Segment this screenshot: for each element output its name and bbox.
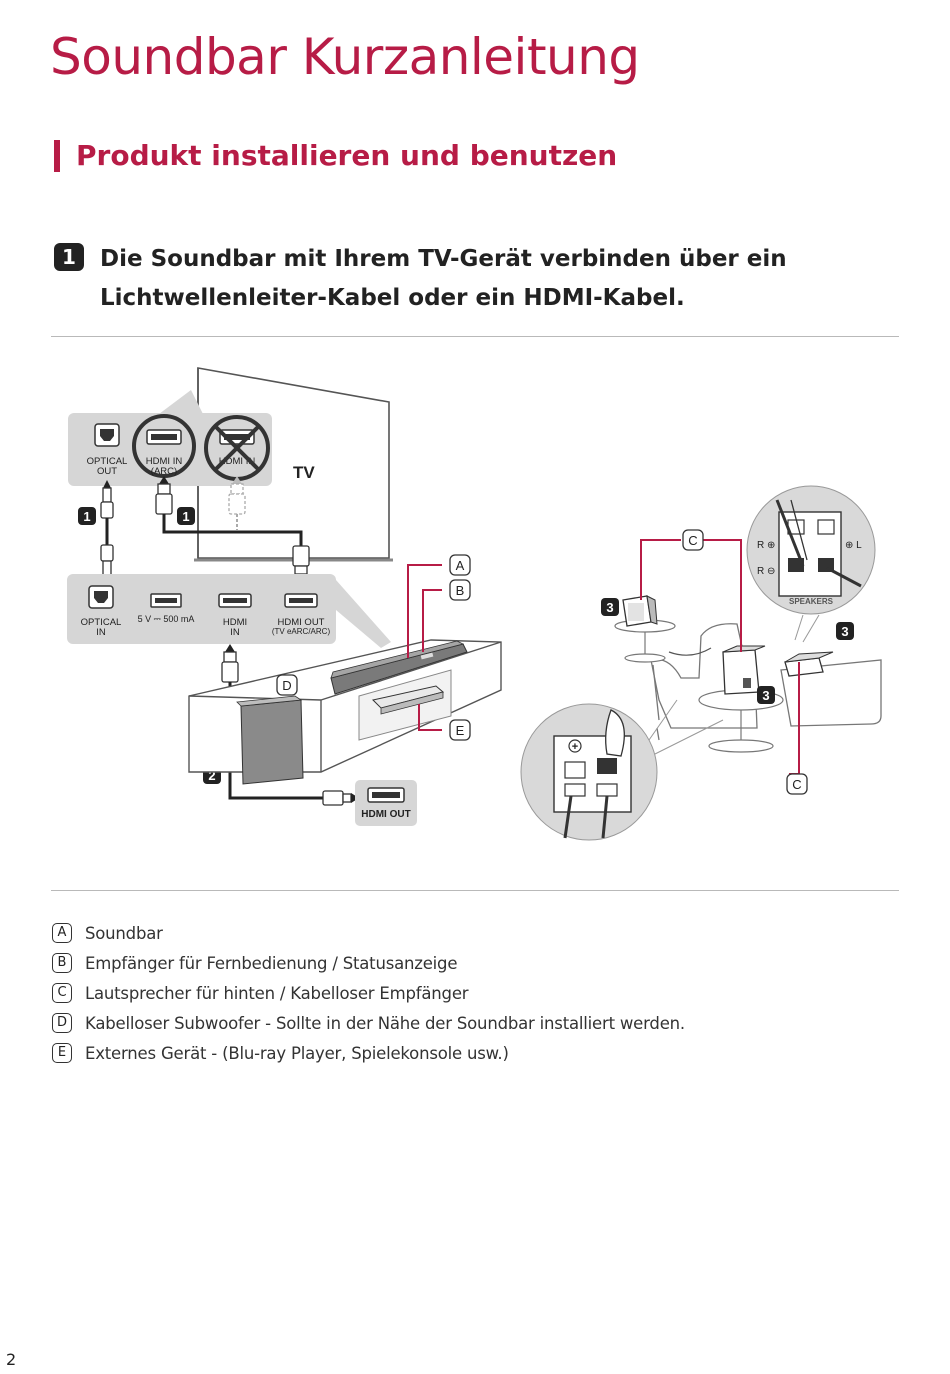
hdmi-in-soundbar-port-icon: [218, 593, 252, 608]
hdmi-out-label-2: (TV eARC/ARC): [272, 627, 331, 636]
legend-text: Externes Gerät - (Blu-ray Player, Spiele…: [85, 1043, 509, 1063]
legend-text: Soundbar: [85, 923, 163, 943]
svg-text:2: 2: [208, 768, 215, 783]
marker-3-left: 3: [601, 598, 619, 616]
speaker-r-minus-label: R ⊖: [757, 566, 775, 577]
rear-speaker-right: [722, 645, 766, 695]
hdmi-out-label-1: HDMI OUT: [278, 617, 325, 628]
svg-text:A: A: [456, 558, 465, 573]
soundbar-port-panel: OPTICAL IN 5 V ⎓ 500 mA HDMI IN HDMI OUT…: [67, 574, 391, 648]
legend-text: Lautsprecher für hinten / Kabelloser Emp…: [85, 983, 469, 1003]
optical-in-port-icon: [88, 585, 114, 609]
legend-key: C: [52, 983, 72, 1003]
tv-port-panel: OPTICAL OUT HDMI IN (ARC) HDMI IN: [68, 390, 272, 486]
step-instruction: Die Soundbar mit Ihrem TV-Gerät verbinde…: [100, 246, 787, 311]
svg-text:3: 3: [606, 600, 613, 615]
svg-text:3: 3: [841, 624, 848, 639]
tv-label: TV: [293, 463, 315, 482]
marker-d: D: [276, 674, 298, 696]
speaker-l-plus-label: ⊕ L: [845, 540, 862, 551]
step-number-badge: 1: [54, 243, 84, 271]
marker-3-center: 3: [757, 686, 775, 704]
usb-label: 5 V ⎓ 500 mA: [138, 614, 195, 624]
legend-item-d: D Kabelloser Subwoofer - Sollte in der N…: [52, 1008, 892, 1038]
marker-c-top: C: [682, 529, 704, 551]
legend-item-b: B Empfänger für Fernbedienung / Statusan…: [52, 948, 892, 978]
legend-key: D: [52, 1013, 72, 1033]
optical-out-port-icon: [94, 423, 120, 447]
marker-b: B: [449, 579, 471, 601]
hdmi-in-label: HDMI IN: [219, 456, 256, 467]
marker-1-hdmi: 1: [177, 507, 195, 525]
speakers-label: SPEAKERS: [789, 597, 834, 606]
hdmi-in-soundbar-label-1: HDMI: [223, 617, 247, 628]
external-device-port-panel: HDMI OUT: [355, 780, 417, 826]
plus-terminal-label: +: [572, 741, 578, 753]
legend-item-a: A Soundbar: [52, 918, 892, 948]
finger-icon: [605, 709, 625, 757]
rear-speaker-left: [622, 595, 658, 627]
legend-key: B: [52, 953, 72, 973]
divider-top: [51, 336, 899, 337]
svg-text:1: 1: [83, 509, 90, 524]
svg-text:D: D: [282, 678, 291, 693]
soundbar-illustration: [330, 640, 468, 695]
external-device-illustration: [372, 685, 445, 715]
svg-text:E: E: [456, 723, 465, 738]
usb-port-icon: [150, 593, 182, 608]
optical-out-label-2: OUT: [97, 466, 117, 477]
subwoofer-illustration: [236, 695, 304, 785]
callout-leaders-left: [407, 564, 442, 731]
divider-bottom: [51, 890, 899, 891]
marker-1-optical: 1: [78, 507, 96, 525]
tv-cables: [100, 476, 310, 583]
svg-text:B: B: [456, 583, 465, 598]
optical-in-label-2: IN: [96, 627, 106, 638]
optical-in-label-1: OPTICAL: [81, 617, 122, 628]
page-number: 2: [6, 1350, 17, 1369]
marker-a: A: [449, 554, 471, 576]
connection-diagram: TV OPTICAL OUT HDMI IN (ARC): [51, 360, 899, 860]
marker-3-right: 3: [836, 622, 854, 640]
legend: A Soundbar B Empfänger für Fernbedienung…: [52, 918, 892, 1068]
hdmi-out-port-icon: [284, 593, 318, 608]
hdmi-in-soundbar-label-2: IN: [230, 627, 240, 638]
section-title: Produkt installieren und benutzen: [54, 140, 617, 172]
legend-key: A: [52, 923, 72, 943]
speaker-terminal-zoom-bottom: +: [520, 699, 724, 841]
speaker-r-plus-label: R ⊕: [757, 540, 775, 551]
hdmi-in-arc-port-icon: [146, 429, 182, 445]
optical-out-label-1: OPTICAL: [87, 456, 128, 467]
hdmi-in-arc-label-2: (ARC): [151, 466, 177, 477]
svg-text:3: 3: [762, 688, 769, 703]
hdmi-in-arc-label-1: HDMI IN: [146, 456, 183, 467]
svg-text:C: C: [792, 777, 801, 792]
legend-item-c: C Lautsprecher für hinten / Kabelloser E…: [52, 978, 892, 1008]
speaker-terminal-zoom-top: R ⊕ R ⊖ ⊕ L SPEAKERS: [746, 485, 876, 643]
marker-c-bottom: C: [786, 773, 808, 795]
plus-terminal-icon: [568, 739, 582, 753]
page-title: Soundbar Kurzanleitung: [50, 28, 640, 86]
svg-text:1: 1: [182, 509, 189, 524]
legend-item-e: E Externes Gerät - (Blu-ray Player, Spie…: [52, 1038, 892, 1068]
marker-e: E: [449, 719, 471, 741]
legend-text: Empfänger für Fernbedienung / Statusanze…: [85, 953, 458, 973]
external-hdmi-out-label: HDMI OUT: [361, 809, 410, 820]
svg-text:C: C: [688, 533, 697, 548]
wireless-receiver: [784, 651, 834, 677]
legend-text: Kabelloser Subwoofer - Sollte in der Näh…: [85, 1013, 685, 1033]
legend-key: E: [52, 1043, 72, 1063]
